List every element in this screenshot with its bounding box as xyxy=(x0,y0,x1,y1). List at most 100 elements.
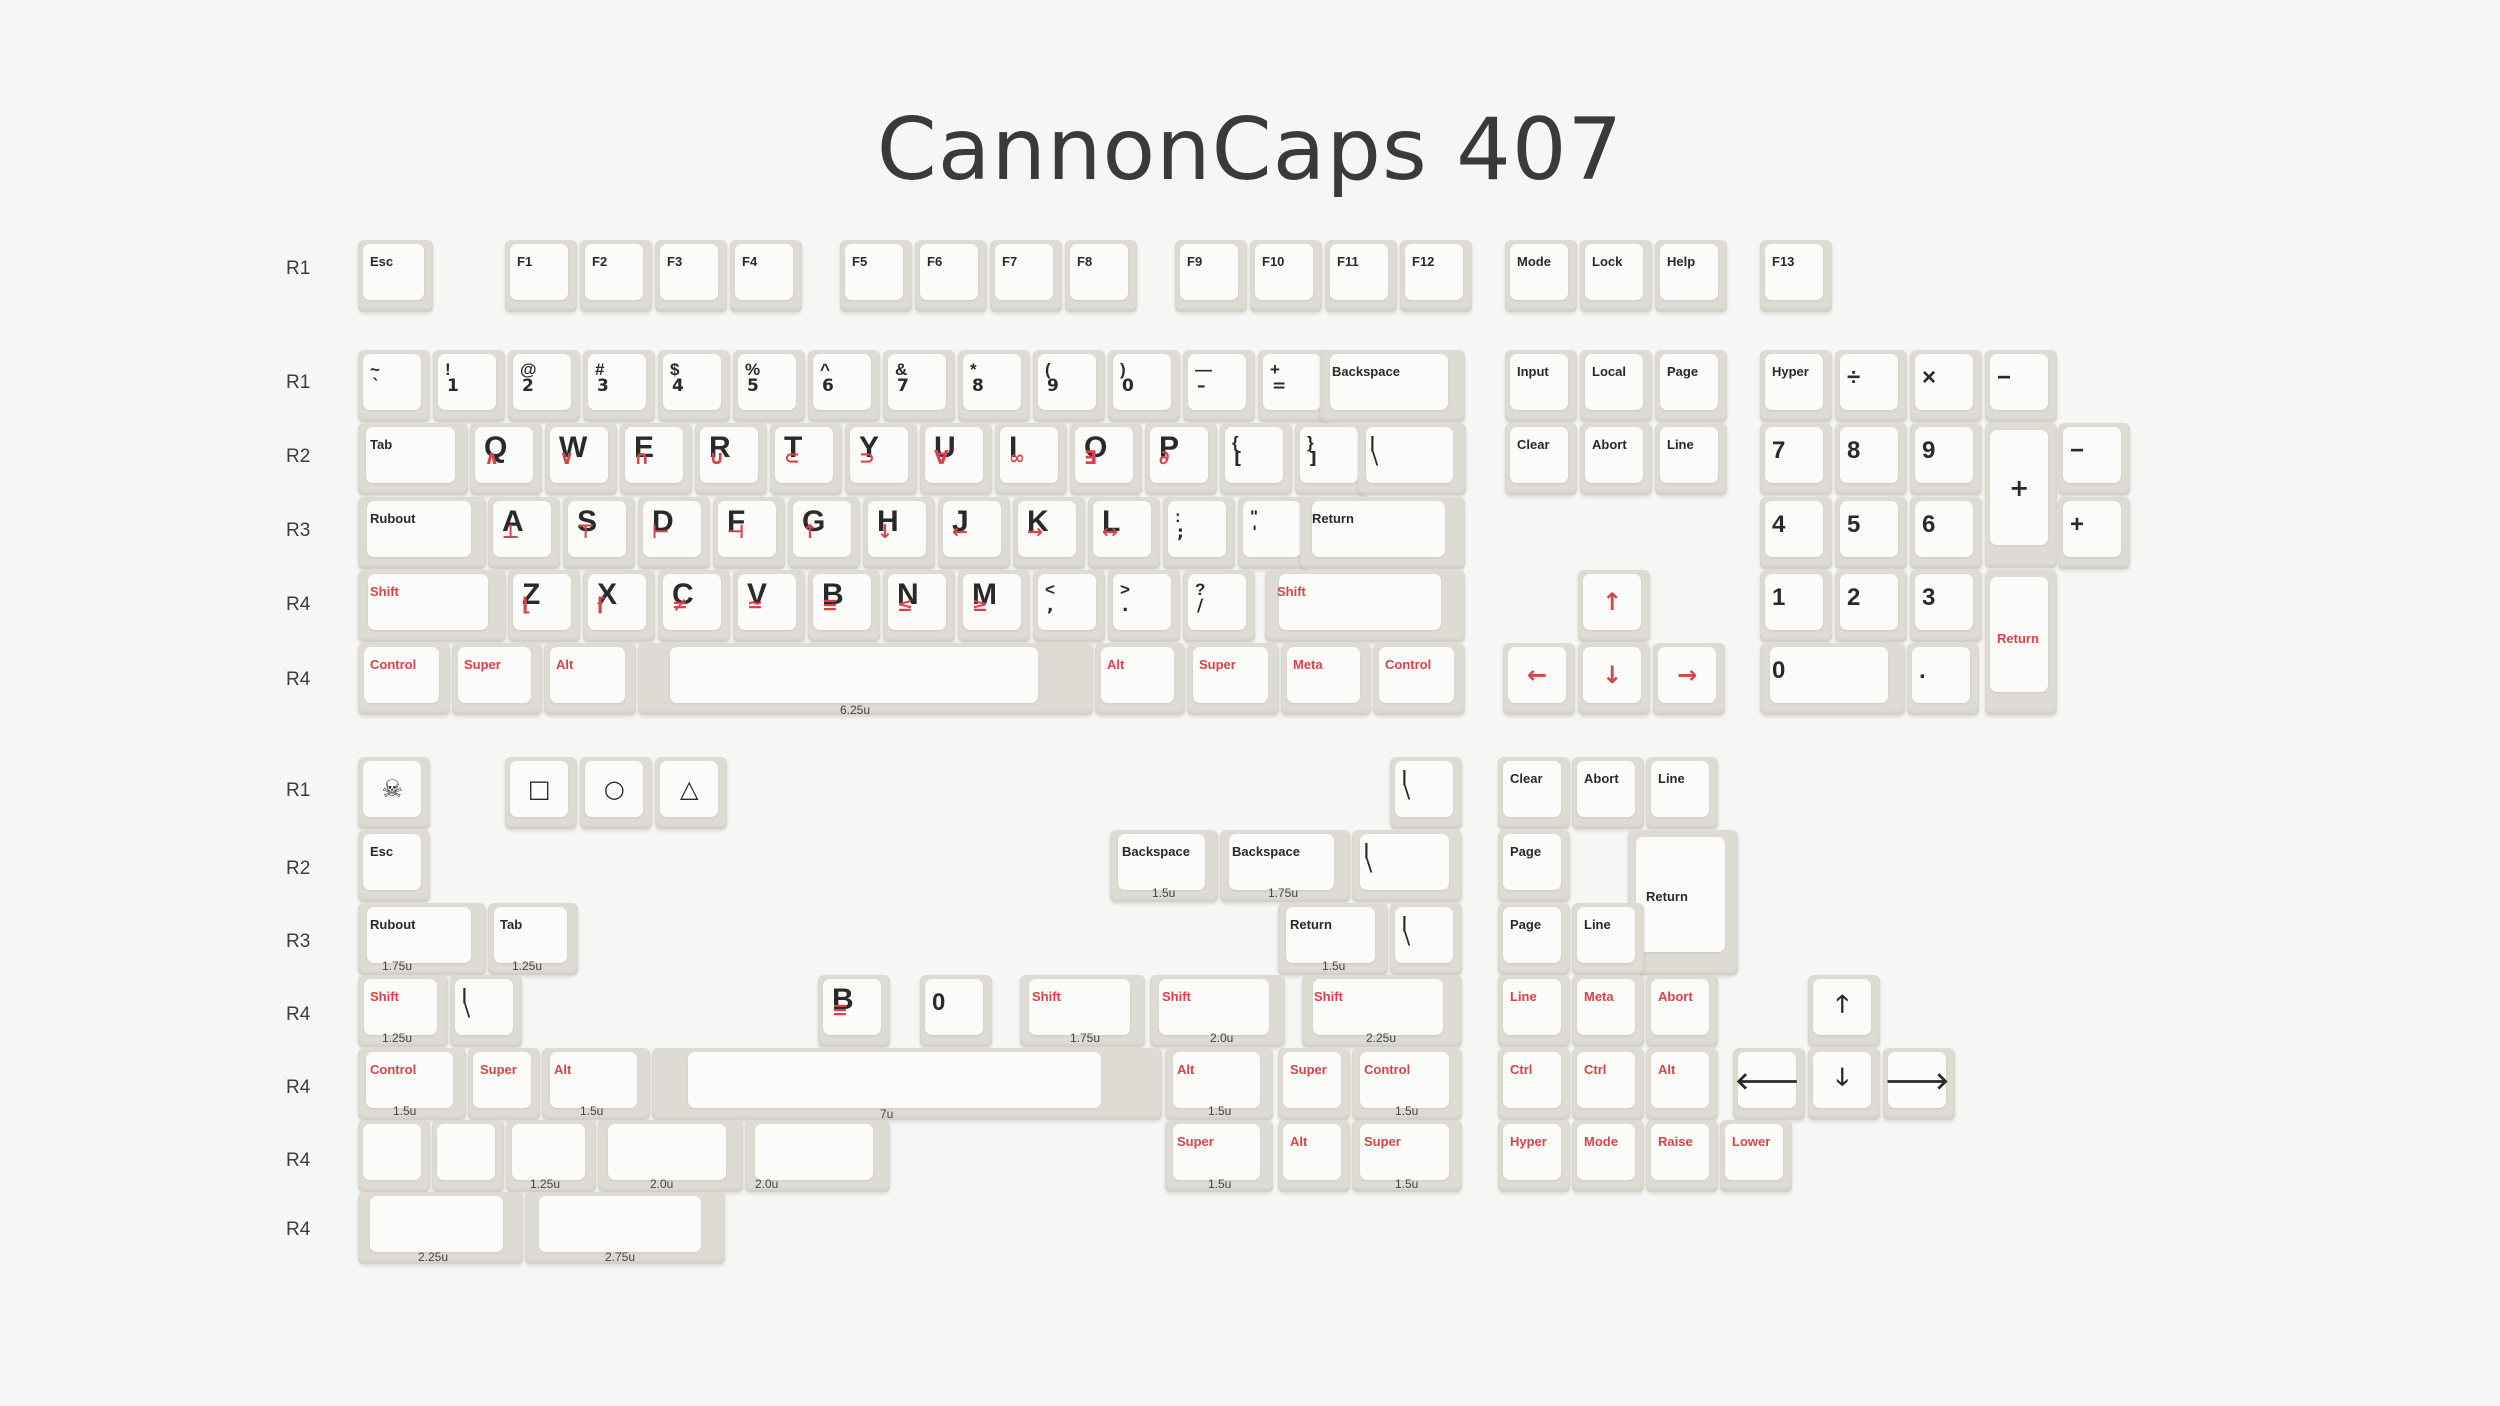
keycap: Return xyxy=(1300,497,1465,569)
keycap-top xyxy=(1503,906,1562,964)
keycap-legend: Input xyxy=(1517,364,1549,379)
keycap: − xyxy=(1985,350,2057,422)
keycap: D⊢ xyxy=(638,497,710,569)
keycap-top xyxy=(845,243,904,301)
keycap-top xyxy=(868,500,927,558)
keycap: Esc xyxy=(358,240,433,312)
keycap-top xyxy=(1038,353,1097,411)
keycap: Super xyxy=(1278,1048,1350,1120)
keycap-top xyxy=(363,1123,422,1181)
keycap: T⊂ xyxy=(770,423,842,495)
keycap-legend: Rubout xyxy=(370,917,416,932)
keycap-top xyxy=(1990,577,2049,692)
size-label: 1.5u xyxy=(1322,959,1346,973)
keycap: V≃ xyxy=(733,570,805,642)
keycap-top xyxy=(1765,500,1824,558)
keycap: "' xyxy=(1238,497,1310,569)
keycap-sublegend: ] xyxy=(1309,449,1317,469)
keycap: F11 xyxy=(1325,240,1397,312)
keycap: Z⌊ xyxy=(508,570,580,642)
keycap: Input xyxy=(1505,350,1577,422)
row-label: R4 xyxy=(286,1077,311,1098)
keycap-sublegend: 9 xyxy=(1047,376,1059,396)
keycap-top xyxy=(1651,1123,1710,1181)
keycap-legend: C xyxy=(672,578,694,611)
keycap-legend: 5 xyxy=(1847,511,1861,538)
keycap-sublegend: ∞ xyxy=(1009,447,1025,469)
keycap-legend: Clear xyxy=(1510,771,1543,786)
keycap-top xyxy=(943,500,1002,558)
keycap-top xyxy=(925,426,984,484)
keycap: Super xyxy=(1165,1120,1273,1192)
keycap-top xyxy=(455,978,514,1036)
keycap-sublegend: ⌊ xyxy=(522,594,531,616)
keycap-top xyxy=(813,353,872,411)
keycap: M≥ xyxy=(958,570,1030,642)
keycap-sublegend: ≠ xyxy=(672,594,688,616)
keycap: Abort xyxy=(1580,423,1652,495)
keycap-top xyxy=(1263,353,1322,411)
keycap-legend: B xyxy=(832,983,854,1016)
keycap: )0 xyxy=(1108,350,1180,422)
keycap-top xyxy=(663,353,722,411)
keycap: Line xyxy=(1572,903,1644,975)
keycap-top xyxy=(438,353,497,411)
keycap: Alt xyxy=(542,1048,650,1120)
keycap: R∪ xyxy=(695,423,767,495)
keycap-legend: U xyxy=(934,431,956,464)
keycap-sublegend: ← xyxy=(952,521,968,543)
keycap-legend: 🡓 xyxy=(1835,1062,1849,1091)
keycap-top xyxy=(510,243,569,301)
keycap-sublegend: = xyxy=(1272,376,1287,396)
keycap-top xyxy=(1840,573,1899,631)
keycap-legend: Rubout xyxy=(370,511,416,526)
keycap-top xyxy=(660,760,719,818)
keycap-legend: Line xyxy=(1658,771,1685,786)
keycap-sublegend: 5 xyxy=(747,376,759,396)
keycap-top xyxy=(718,500,777,558)
keycap-sublegend: \ xyxy=(1404,783,1411,803)
keycap-legend: − xyxy=(2070,437,2085,464)
keycap-top xyxy=(1113,573,1172,631)
keycap xyxy=(638,643,1093,715)
keycap-legend: J xyxy=(952,505,969,538)
keycap-top xyxy=(1651,1051,1710,1109)
keycap: J← xyxy=(938,497,1010,569)
keycap-top xyxy=(1583,646,1642,704)
keycap-top xyxy=(1075,426,1134,484)
size-label: 1.5u xyxy=(393,1104,417,1118)
keycap-top xyxy=(735,243,794,301)
keycap-top xyxy=(660,243,719,301)
keycap-legend: Meta xyxy=(1584,989,1614,1004)
keycap-sublegend: 0 xyxy=(1122,376,1134,396)
keycap-sublegend: ≡ xyxy=(822,594,838,616)
keycap: − xyxy=(2058,423,2130,495)
keycap-top xyxy=(1168,500,1227,558)
keycap-top xyxy=(363,833,422,891)
keycap: ↑ xyxy=(1578,570,1650,642)
keycap-legend: 8 xyxy=(1847,437,1861,464)
keycap-top xyxy=(1770,646,1888,704)
keycap-top xyxy=(1255,243,1314,301)
keycap-sublegend: 2 xyxy=(522,376,534,396)
keycap-legend: ÷ xyxy=(1847,364,1861,391)
keycap-top xyxy=(888,573,947,631)
keycap-top xyxy=(1577,760,1636,818)
keycap-legend: Meta xyxy=(1293,657,1323,672)
size-label: 2.0u xyxy=(1210,1031,1234,1045)
keycap: Page xyxy=(1498,903,1570,975)
keycap-legend: F xyxy=(727,505,746,538)
keycap-legend: Mode xyxy=(1584,1134,1618,1149)
keycap-legend: @ xyxy=(520,360,537,379)
keycap: Ctrl xyxy=(1498,1048,1570,1120)
keycap: Raise xyxy=(1646,1120,1718,1192)
keycap: Page xyxy=(1498,830,1570,902)
size-label: 1.5u xyxy=(1152,886,1176,900)
keycap-top xyxy=(1300,426,1359,484)
keycap-top xyxy=(1651,978,1710,1036)
keycap: 8 xyxy=(1835,423,1907,495)
keycap-top xyxy=(643,500,702,558)
keycap: @2 xyxy=(508,350,580,422)
keycap-legend: × xyxy=(1922,364,1937,391)
keycap-legend: F11 xyxy=(1337,254,1359,269)
